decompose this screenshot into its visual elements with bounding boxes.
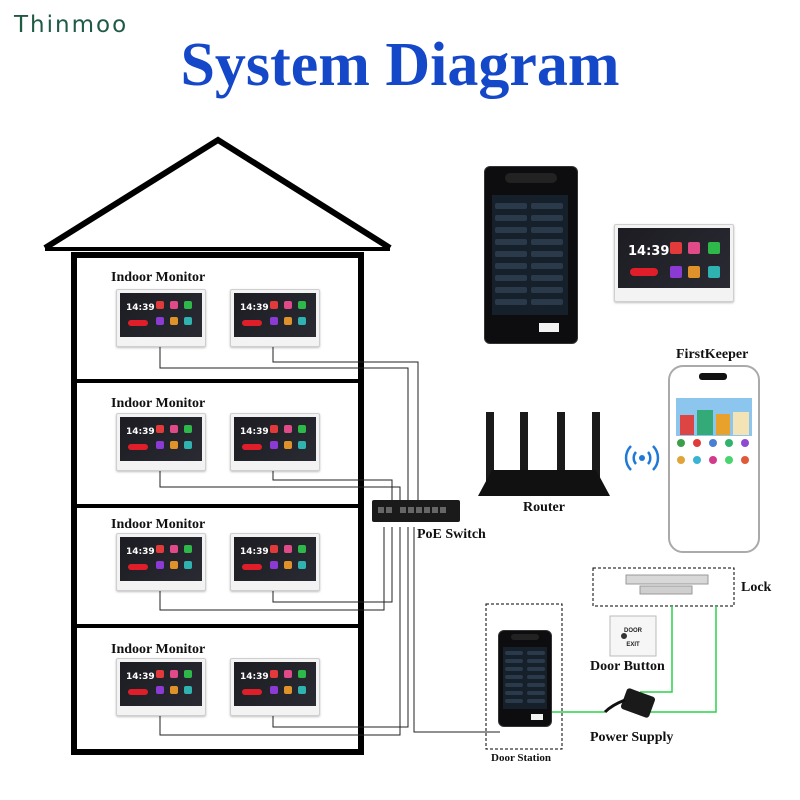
- app-icons: [677, 439, 749, 464]
- indoor-monitor: 14:39: [116, 413, 206, 471]
- monitor-cables: [159, 345, 500, 736]
- lock-label: Lock: [741, 580, 772, 595]
- brand-logo: Thinmoo: [14, 12, 129, 38]
- indoor-monitor: 14:39: [230, 289, 320, 347]
- wifi-icon: [624, 445, 660, 471]
- poe-switch-ports: [378, 507, 446, 513]
- magnetic-lock-graphic: [625, 574, 709, 595]
- lock-box: [592, 567, 735, 607]
- indoor-monitor-label: Indoor Monitor: [111, 396, 206, 411]
- house-roof: [43, 136, 392, 251]
- door-station-label: Door Station: [491, 752, 551, 764]
- house-body: [71, 252, 364, 755]
- indoor-monitor-label: Indoor Monitor: [111, 517, 206, 532]
- door-button-graphic: DOOR EXIT: [609, 615, 657, 657]
- door-station-box: [485, 603, 563, 750]
- power-adapter-graphic: [603, 688, 656, 718]
- door-button-text: DOOR: [624, 628, 643, 634]
- indoor-monitor: 14:39: [230, 533, 320, 591]
- app-label: FirstKeeper: [676, 347, 749, 362]
- power-wires: [552, 606, 717, 713]
- indoor-monitor: 14:39: [230, 413, 320, 471]
- indoor-monitor: 14:39: [116, 658, 206, 716]
- indoor-monitor-label: Indoor Monitor: [111, 270, 206, 285]
- door-button-label: Door Button: [590, 659, 665, 674]
- page-title: System Diagram: [180, 31, 620, 99]
- router-label: Router: [523, 500, 565, 515]
- door-station-large: [484, 166, 578, 344]
- door-button-text: EXIT: [626, 642, 640, 648]
- indoor-monitor-label: Indoor Monitor: [111, 642, 206, 657]
- door-station-small: [498, 630, 552, 727]
- indoor-monitor: 14:39: [116, 289, 206, 347]
- indoor-monitor-featured: 14:39: [614, 224, 734, 302]
- indoor-monitor: 14:39: [116, 533, 206, 591]
- router-graphic: [478, 412, 610, 496]
- poe-switch-label: PoE Switch: [417, 527, 486, 542]
- power-supply-label: Power Supply: [590, 730, 674, 745]
- indoor-monitor: 14:39: [230, 658, 320, 716]
